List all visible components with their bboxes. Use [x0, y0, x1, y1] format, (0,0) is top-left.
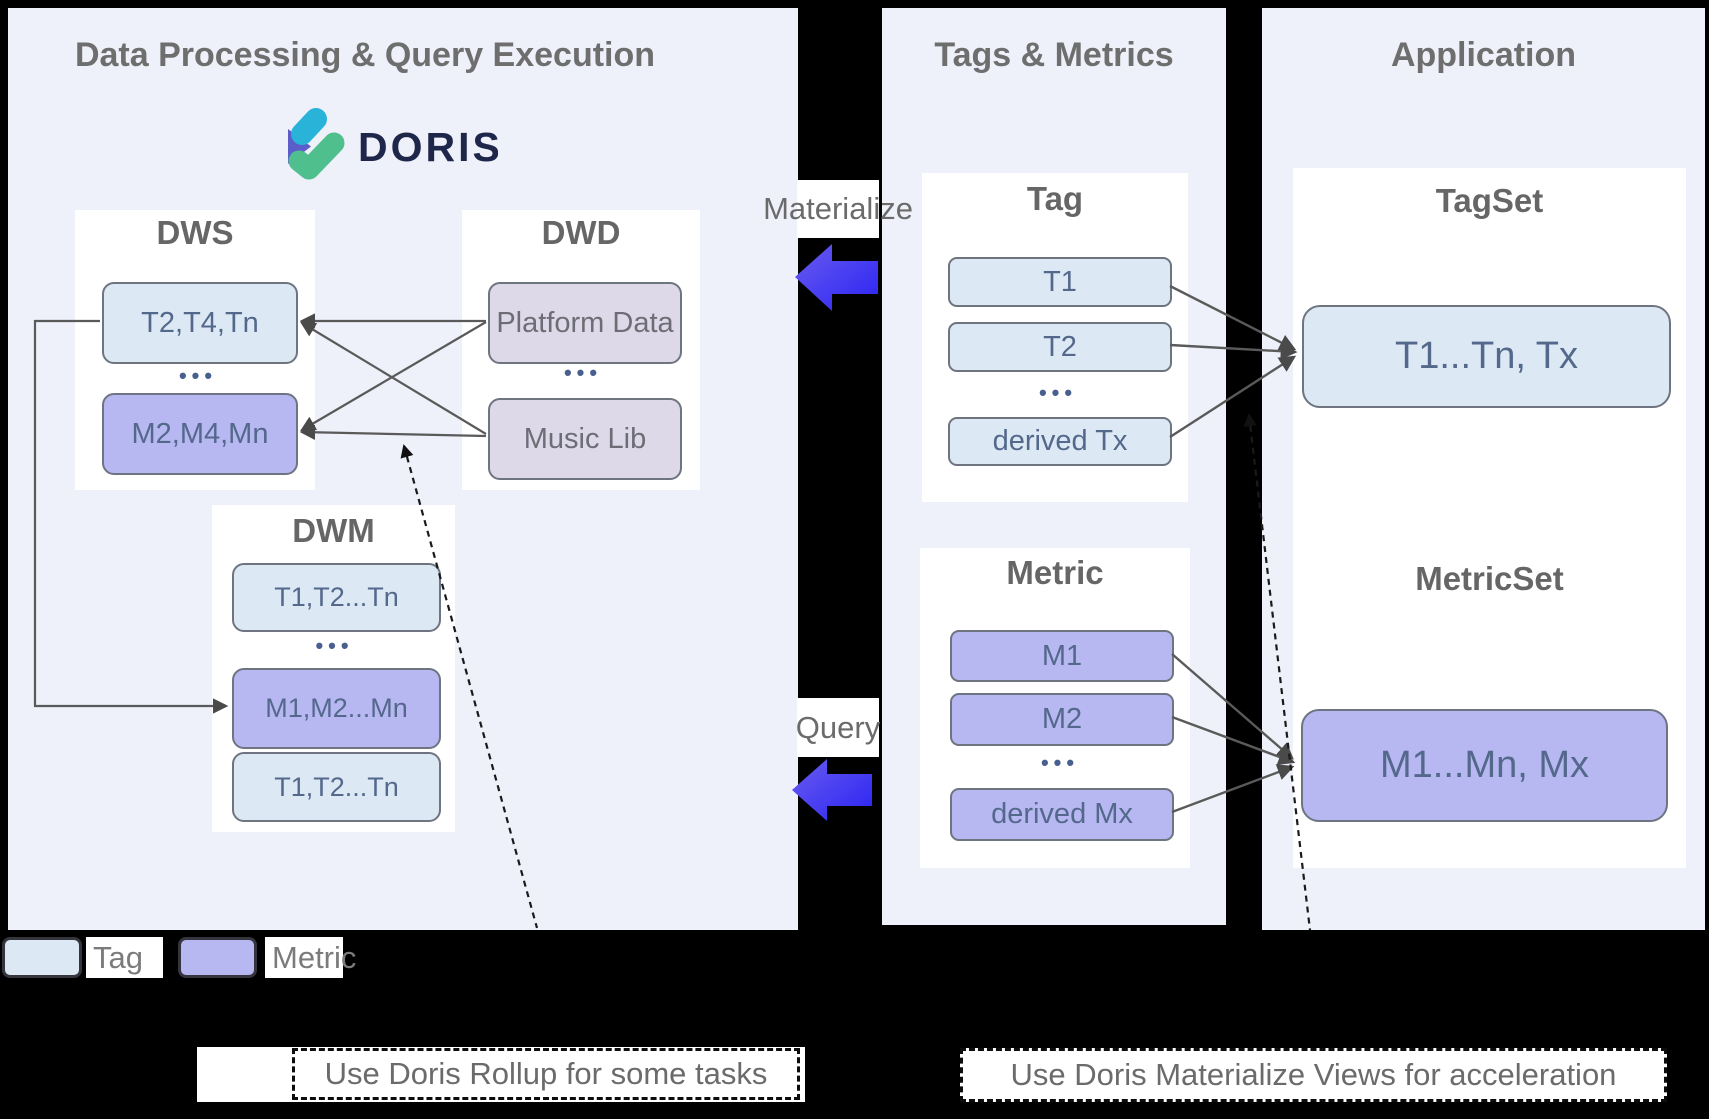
dwd-ellipsis: ••• [563, 360, 603, 385]
node-dwm-metrics: M1,M2...Mn [232, 668, 441, 749]
title-data-processing: Data Processing & Query Execution [74, 36, 656, 74]
node-m2: M2 [950, 693, 1174, 746]
legend-metric-chip: Metric [265, 937, 356, 978]
node-dws-tags: T2,T4,Tn [102, 282, 298, 364]
doris-wordmark: DORIS [358, 124, 498, 170]
legend-tag-swatch [2, 937, 82, 978]
note-materialized-views-text: Use Doris Materialize Views for accelera… [1010, 1057, 1617, 1092]
query-arrow [792, 759, 872, 821]
title-tags-metrics: Tags & Metrics [934, 36, 1174, 74]
node-m1: M1 [950, 630, 1174, 682]
node-tagset: T1...Tn, Tx [1302, 305, 1671, 408]
metric-ellipsis: ••• [1040, 750, 1080, 775]
node-derived-mx: derived Mx [950, 788, 1174, 841]
group-title-dwm: DWM [292, 512, 375, 549]
dwm-ellipsis: ••• [315, 633, 354, 658]
doris-logo: DORIS [288, 108, 498, 180]
doris-logo-cyan-mark [291, 108, 327, 145]
query-label: Query [795, 709, 881, 745]
group-title-tagset: TagSet [1435, 182, 1544, 219]
title-application: Application [1390, 36, 1577, 74]
materialize-label-chip: Materialize [763, 180, 913, 238]
node-dws-metrics: M2,M4,Mn [102, 393, 298, 475]
node-derived-tx: derived Tx [948, 417, 1172, 466]
node-t2: T2 [948, 322, 1172, 372]
node-dwm-tags-top: T1,T2...Tn [232, 563, 441, 632]
tag-ellipsis: ••• [1038, 380, 1078, 405]
group-title-dws: DWS [156, 214, 234, 251]
legend-metric-label: Metric [272, 940, 357, 975]
node-metricset: M1...Mn, Mx [1301, 709, 1668, 822]
materialize-arrow [795, 244, 878, 311]
note-rollup-text: Use Doris Rollup for some tasks [324, 1056, 768, 1091]
legend-tag-chip: Tag [86, 937, 163, 978]
note-materialized-views: Use Doris Materialize Views for accelera… [960, 1048, 1667, 1102]
legend-tag-label: Tag [93, 940, 143, 975]
node-t1: T1 [948, 257, 1172, 307]
query-label-chip: Query [795, 698, 881, 757]
group-title-dwd: DWD [541, 214, 621, 251]
doris-logo-green-mark [288, 132, 345, 180]
dws-ellipsis: ••• [178, 363, 218, 388]
note-rollup: Use Doris Rollup for some tasks [292, 1048, 800, 1100]
node-platform-data: Platform Data [488, 282, 682, 364]
group-title-metric: Metric [1006, 554, 1104, 591]
node-music-lib: Music Lib [488, 398, 682, 480]
group-title-metricset: MetricSet [1415, 560, 1564, 597]
legend-metric-swatch [178, 937, 257, 978]
node-dwm-tags-bottom: T1,T2...Tn [232, 752, 441, 822]
note-rollup-background: Use Doris Rollup for some tasks [197, 1047, 805, 1102]
group-title-tag: Tag [1026, 180, 1084, 217]
materialize-label: Materialize [763, 191, 913, 226]
